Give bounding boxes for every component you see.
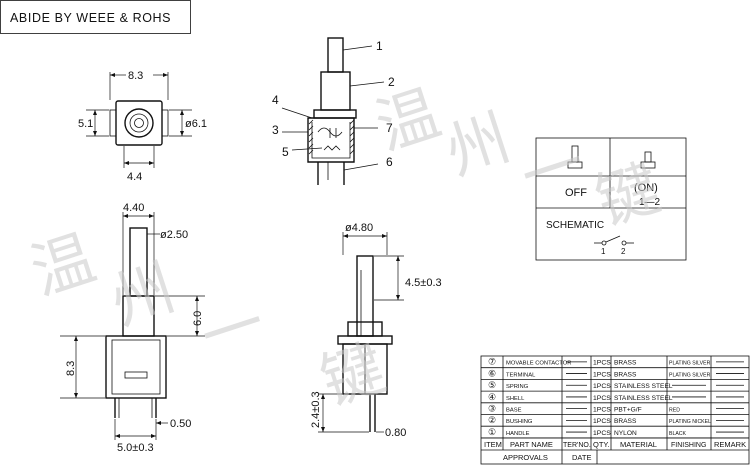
dim-stroke: 4.5±0.3 (405, 277, 442, 289)
bom-cell-finishing: RED (669, 408, 680, 414)
date-label: DATE (572, 453, 591, 462)
bom-cell-item: ⑥ (488, 368, 496, 378)
schematic-label: SCHEMATIC (546, 220, 604, 231)
front-view: 4.40 ø2.50 6.0 8.3 5.0±0.3 0.50 (60, 202, 205, 454)
state-off-label: OFF (565, 187, 587, 199)
watermark-char-6: 州 (102, 251, 184, 340)
callout-6: 6 (386, 155, 393, 169)
schematic-pin-1: 1 (601, 247, 606, 256)
bom-cell-item: ① (488, 427, 496, 437)
bom-header-item: ITEM (484, 440, 502, 449)
callout-4: 4 (272, 93, 279, 107)
bom-cell-qty: 1PCS (593, 407, 611, 414)
dim-terminal-thickness: 0.50 (170, 418, 191, 430)
bom-cell-item: ④ (488, 392, 496, 402)
bom-cell-material: NYLON (614, 430, 637, 437)
bom-cell-material: PBT+G/F (614, 407, 642, 414)
bom-cell-material: BRASS (614, 360, 637, 367)
dim-front-top-width: 4.40 (123, 202, 144, 214)
dim-right-width: ø4.80 (345, 222, 373, 234)
callout-7: 7 (386, 121, 393, 135)
approvals-label: APPROVALS (503, 453, 548, 462)
dim-terminal-width: 0.80 (385, 427, 406, 439)
bom-cell-finishing: PLATING SILVER (669, 372, 711, 378)
bom-cell-qty: 1PCS (593, 360, 611, 367)
schematic-pin-2: 2 (621, 247, 626, 256)
bom-cell-item: ⑦ (488, 357, 496, 367)
watermark-char-5: 温 (22, 221, 104, 310)
bom-cell-material: BRASS (614, 371, 637, 378)
watermark-char-7: 一 (192, 286, 274, 375)
bom-cell-finishing: BLACK (669, 431, 687, 437)
bom-cell-item: ③ (488, 404, 496, 414)
dim-terminal-pitch: 5.0±0.3 (117, 442, 154, 454)
callout-2: 2 (388, 75, 395, 89)
bom-cell-qty: 1PCS (593, 418, 611, 425)
bom-cell-qty: 1PCS (593, 371, 611, 378)
dim-body-height: 8.3 (65, 361, 77, 376)
bom-header-qty: QTY. (593, 440, 610, 449)
bom-cell-part: SPRING (506, 384, 529, 390)
bom-cell-item: ② (488, 415, 496, 425)
bom-cell-qty: 1PCS (593, 395, 611, 402)
bom-cell-part: MOVABLE CONTACTOR (506, 361, 571, 367)
dim-pin-spacing: 4.4 (127, 171, 142, 183)
bom-cell-part: SHELL (506, 396, 525, 402)
callout-5: 5 (282, 145, 289, 159)
state-contacts: 1—2 (639, 197, 661, 208)
watermark-char-3: 一 (512, 126, 594, 215)
dim-top-width: 8.3 (128, 70, 143, 82)
bom-cell-qty: 1PCS (593, 430, 611, 437)
callout-1: 1 (376, 39, 383, 53)
section-view: 1 2 7 6 4 3 5 (272, 37, 395, 185)
bom-cell-material: STAINLESS STEEL (614, 395, 673, 402)
bom-cell-finishing: PLATING SILVER (669, 361, 711, 367)
dim-top-diameter: ø6.1 (185, 118, 207, 130)
bom-cell-part: TERMINAL (506, 372, 536, 378)
compliance-header: ABIDE BY WEEE & ROHS (0, 0, 191, 34)
bom-cell-material: STAINLESS STEEL (614, 383, 673, 390)
watermark-char-2: 州 (437, 101, 519, 190)
compliance-text: ABIDE BY WEEE & ROHS (10, 11, 171, 25)
right-view: ø4.80 4.5±0.3 2.4±0.3 0.80 (310, 222, 442, 439)
switch-state-table: OFF (ON) 1—2 SCHEMATIC 1 2 (535, 137, 687, 261)
bom-cell-finishing: PLATING NICKEL (669, 419, 711, 425)
bom-cell-part: BASE (506, 408, 522, 414)
bom-header-remark: REMARK (714, 440, 746, 449)
bom-header-ter: TER'NO. (563, 442, 591, 449)
bom-cell-part: BUSHING (506, 419, 533, 425)
bom-cell-qty: 1PCS (593, 383, 611, 390)
state-on-label: (ON) (634, 182, 658, 194)
bom-header-material: MATERIAL (620, 440, 657, 449)
dim-stem-diameter: ø2.50 (160, 229, 188, 241)
bom-header-finishing: FINISHING (671, 442, 706, 449)
dim-stem-length: 6.0 (192, 311, 204, 326)
bom-cell-item: ⑤ (488, 380, 496, 390)
top-view: 8.3 5.1 ø6.1 4.4 (78, 70, 207, 183)
bom-cell-part: HANDLE (506, 431, 530, 437)
callout-3: 3 (272, 123, 279, 137)
dim-top-height: 5.1 (78, 118, 93, 130)
dim-terminal-length: 2.4±0.3 (310, 391, 322, 428)
bom-header-part: PART NAME (510, 440, 553, 449)
bom-cell-material: BRASS (614, 418, 637, 425)
